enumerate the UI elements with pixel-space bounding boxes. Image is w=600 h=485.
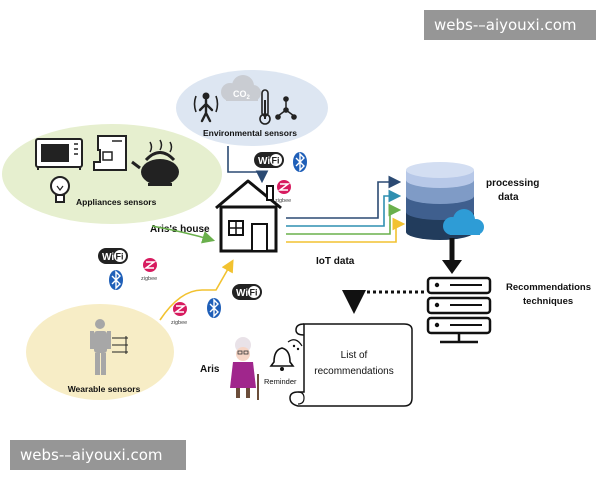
- recommendations-list-label: recommendations: [314, 366, 393, 377]
- server-to-list-arrow: [342, 290, 424, 314]
- person-motion-icon: [193, 92, 219, 123]
- elderly-woman-icon: [230, 337, 259, 400]
- env-to-house-arrow: [227, 146, 269, 184]
- svg-text:zigbee: zigbee: [171, 320, 187, 326]
- svg-text:Wi: Wi: [258, 156, 270, 167]
- house-to-processing-teal: [286, 189, 402, 227]
- data-label: data: [498, 192, 519, 203]
- environmental-sensors-label: Environmental sensors: [203, 128, 297, 138]
- techniques-label: techniques: [523, 296, 573, 307]
- wearable-sensors-label: Wearable sensors: [68, 384, 141, 394]
- house-to-processing-navy: [286, 175, 402, 219]
- processing-label: processing: [486, 178, 539, 189]
- bell-icon: [269, 339, 303, 371]
- body-sensor-icon: [90, 319, 128, 375]
- coffee-machine-icon: [93, 135, 127, 171]
- wifi-icon-left: Wi Fi: [98, 248, 128, 264]
- svg-text:Wi: Wi: [102, 252, 114, 263]
- aris-label: Aris: [200, 364, 220, 375]
- house-icon: [215, 179, 282, 253]
- bluetooth-icon-left: [109, 270, 123, 290]
- wifi-icon-bottom: Wi Fi: [232, 284, 262, 300]
- svg-text:Fi: Fi: [272, 156, 280, 166]
- house-to-processing-green: [286, 203, 402, 235]
- bluetooth-icon-bottom: [207, 298, 221, 318]
- watermark-bottom: webs-–aiyouxi.com: [10, 440, 186, 470]
- svg-text:zigbee: zigbee: [275, 198, 291, 204]
- zigbee-icon: zigbee: [275, 180, 291, 204]
- co2-cloud-icon: CO2: [221, 75, 261, 101]
- database-icon: [406, 162, 474, 240]
- list-of-label: List of: [341, 350, 368, 361]
- appliance-to-house-arrow: [151, 225, 216, 244]
- svg-text:Fi: Fi: [250, 288, 258, 298]
- cloud-icon: [443, 209, 484, 235]
- bluetooth-icon: [293, 152, 307, 172]
- appliances-sensors-label: Appliances sensors: [76, 197, 157, 207]
- recommendations-label: Recommendations: [506, 282, 591, 293]
- environmental-bubble: [176, 70, 328, 146]
- scroll-icon: [289, 323, 413, 407]
- server-icon: [426, 276, 492, 344]
- watermark-top: webs-–aiyouxi.com: [424, 10, 596, 40]
- house-to-processing-yellow: [286, 217, 406, 243]
- microwave-icon: [35, 138, 83, 170]
- house-label: Aris's house: [150, 224, 210, 235]
- lightbulb-icon: [50, 176, 70, 203]
- zigbee-icon-left: zigbee: [141, 258, 157, 282]
- reminder-label: Reminder: [264, 377, 297, 386]
- svg-text:Wi: Wi: [236, 288, 248, 299]
- kettle-icon: [131, 139, 179, 186]
- network-icon: [275, 96, 297, 120]
- svg-text:zigbee: zigbee: [141, 276, 157, 282]
- zigbee-icon-bottom: zigbee: [171, 302, 187, 326]
- thermometer-icon: [259, 89, 271, 125]
- wifi-icon: Wi Fi: [254, 152, 284, 168]
- svg-text:Fi: Fi: [116, 252, 124, 262]
- co2-label: CO2: [233, 89, 251, 101]
- iot-data-label: IoT data: [316, 256, 355, 267]
- wearable-to-house-arrow: [159, 259, 234, 321]
